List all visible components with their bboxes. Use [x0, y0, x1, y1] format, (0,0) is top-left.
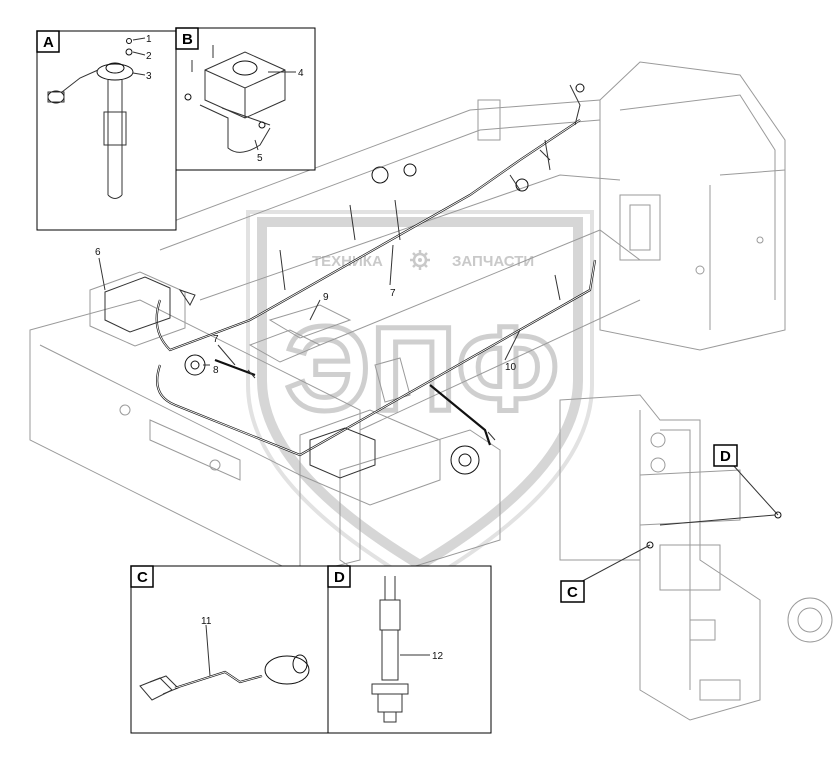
watermark-text-left: ТЕХНИКА [312, 253, 383, 270]
callout-7-right: 7 [390, 288, 396, 299]
detail-box-c: C 11 [130, 565, 329, 734]
detail-box-b-letter: B [182, 31, 193, 48]
callout-7-left: 7 [213, 334, 219, 345]
watermark-text-right: ЗАПЧАСТИ [452, 253, 534, 270]
callout-11: 11 [201, 616, 212, 627]
detail-box-b: B 4 5 [175, 27, 316, 171]
watermark: ТЕХНИКА ЗАПЧАСТИ ЭПФ [246, 210, 594, 588]
view-flag-c: C [560, 544, 651, 603]
callout-6: 6 [95, 247, 101, 258]
wiring-harness [104, 83, 597, 479]
machine-frame [29, 61, 786, 581]
callout-5: 5 [257, 153, 263, 164]
callout-12: 12 [432, 651, 444, 662]
transmission-unit [559, 394, 833, 721]
detail-box-d-letter: D [334, 569, 345, 586]
detail-box-a-letter: A [43, 34, 54, 51]
callout-3: 3 [146, 71, 152, 82]
detail-box-a: A 1 2 3 [36, 30, 177, 231]
callout-4: 4 [298, 68, 304, 79]
gear-icon [410, 250, 430, 270]
view-flag-c-letter: C [567, 584, 578, 601]
detail-box-d: D 12 [327, 565, 492, 734]
callout-10: 10 [505, 362, 517, 373]
main-callouts: 6 7 7 8 9 10 [95, 244, 521, 376]
detail-box-c-letter: C [137, 569, 148, 586]
callout-8: 8 [213, 365, 219, 376]
callout-1: 1 [146, 34, 152, 45]
callout-2: 2 [146, 51, 152, 62]
view-flag-d: D [713, 444, 779, 516]
callout-9: 9 [323, 292, 329, 303]
view-flag-d-letter: D [720, 448, 731, 465]
watermark-logo: ЭПФ [285, 302, 559, 436]
